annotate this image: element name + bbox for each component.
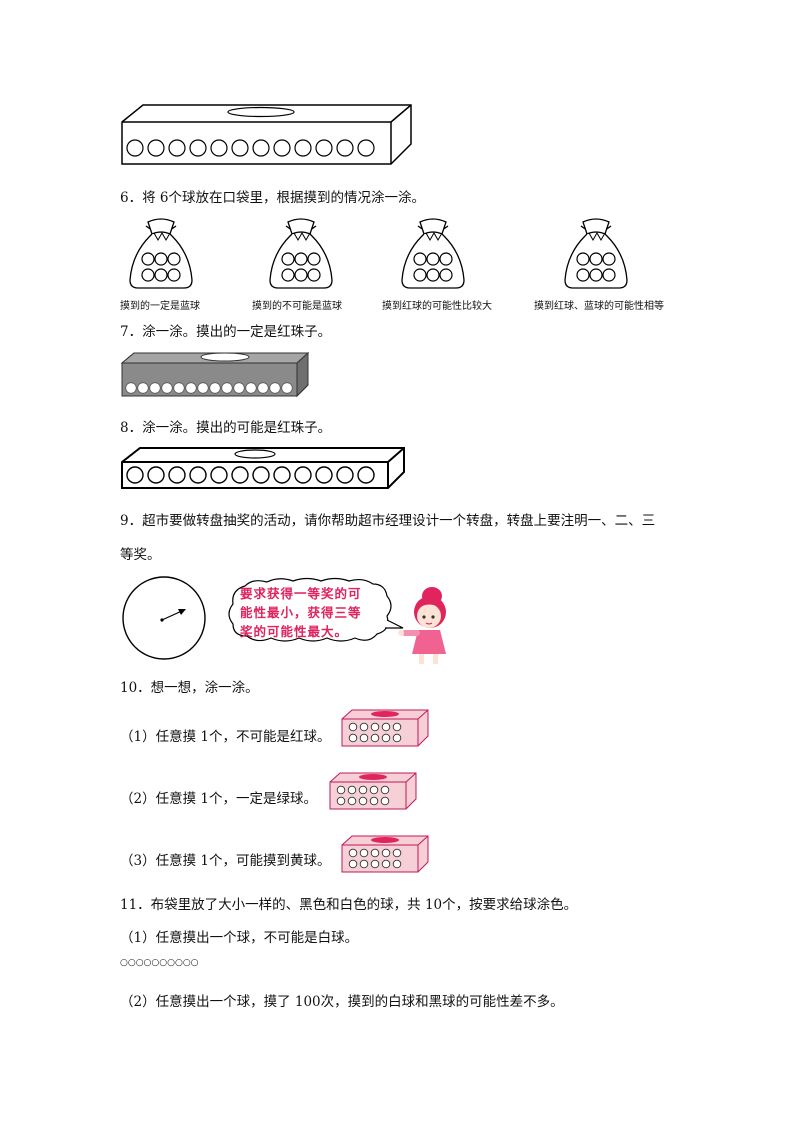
bag-4-label: 摸到红球、蓝球的可能性相等 xyxy=(534,301,664,312)
spinner-wheel xyxy=(122,576,206,660)
bag-2-label: 摸到的不可能是蓝球 xyxy=(252,301,342,312)
question-7-text: 7．涂一涂。摸出的一定是红珠子。 xyxy=(120,324,332,340)
bag-2 xyxy=(269,218,333,289)
question-6-text: 6．将 6个球放在口袋里，根据摸到的情况涂一涂。 xyxy=(120,190,425,206)
question-9-line2: 等奖。 xyxy=(120,547,161,563)
speech-line-2: 能性最小，获得三等 xyxy=(240,605,362,620)
question-10-text: 10．想一想，涂一涂。 xyxy=(120,680,259,696)
gray-bead-box xyxy=(120,351,310,398)
bag-1-label: 摸到的一定是蓝球 xyxy=(120,301,200,312)
pink-box-3 xyxy=(341,835,429,873)
question-11-item-1: （1）任意摸出一个球，不可能是白球。 xyxy=(120,930,359,946)
pink-box-2 xyxy=(329,772,417,810)
question-9-line1: 9．超市要做转盘抽奖的活动，请你帮助超市经理设计一个转盘，转盘上要注明一、二、三 xyxy=(120,513,656,529)
question-11-balls: ○○○○○○○○○○ xyxy=(120,958,199,968)
bag-1 xyxy=(129,218,193,289)
question-8-text: 8．涂一涂。摸出的可能是红珠子。 xyxy=(120,420,332,436)
bag-3-label: 摸到红球的可能性比较大 xyxy=(382,301,492,312)
speech-bubble xyxy=(228,577,404,642)
box-12-circles xyxy=(121,104,412,165)
pink-box-1 xyxy=(341,709,429,747)
question-11-text: 11．布袋里放了大小一样的、黑色和白色的球，共 10个，按要求给球涂色。 xyxy=(120,897,578,913)
speech-line-1: 要求获得一等奖的可 xyxy=(240,586,362,601)
speech-text: 要求获得一等奖的可 能性最小，获得三等 奖的可能性最大。 xyxy=(240,584,362,641)
bag-4 xyxy=(564,218,628,289)
bag-3 xyxy=(401,218,465,289)
question-10-item-3: （3）任意摸 1个，可能摸到黄球。 xyxy=(120,853,331,869)
question-10-item-1: （1）任意摸 1个，不可能是红球。 xyxy=(120,729,331,745)
question-10-item-2: （2）任意摸 1个，一定是绿球。 xyxy=(120,791,317,807)
question-11-item-2: （2）任意摸出一个球，摸了 100次，摸到的白球和黑球的可能性差不多。 xyxy=(120,994,564,1010)
bead-box-10 xyxy=(121,447,405,489)
speech-line-3: 奖的可能性最大。 xyxy=(240,624,349,639)
girl-illustration xyxy=(398,587,446,664)
